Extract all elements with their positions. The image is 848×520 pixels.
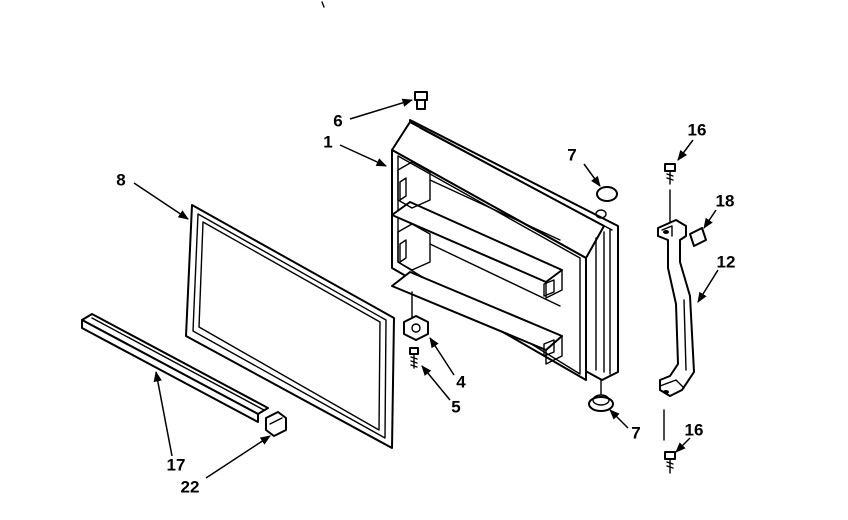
bushing-part-7-bottom bbox=[588, 379, 614, 412]
leader-8 bbox=[133, 182, 189, 220]
callout-16-top: 16 bbox=[688, 120, 707, 139]
leader-7-top bbox=[583, 163, 601, 187]
callout-6: 6 bbox=[333, 111, 342, 130]
callout-18: 18 bbox=[716, 191, 735, 210]
callout-16-bottom: 16 bbox=[685, 420, 704, 439]
hinge-part-12 bbox=[657, 189, 695, 397]
leader-18 bbox=[703, 209, 717, 229]
leader-4 bbox=[429, 337, 455, 376]
callout-1: 1 bbox=[323, 132, 332, 151]
trim-strip-part-17 bbox=[81, 313, 269, 423]
door-stop-part-4 bbox=[403, 291, 429, 341]
stray-mark bbox=[321, 1, 325, 8]
screw-part-5 bbox=[409, 347, 419, 369]
hinge-screw-part-16-bottom bbox=[663, 409, 676, 474]
callout-17: 17 bbox=[167, 455, 186, 474]
callout-5: 5 bbox=[451, 397, 460, 416]
callout-7-top: 7 bbox=[567, 145, 576, 164]
callout-22: 22 bbox=[181, 477, 200, 496]
leader-17 bbox=[153, 370, 173, 457]
leader-16-top bbox=[677, 139, 694, 161]
leader-12 bbox=[697, 269, 719, 303]
door-liner-part-1 bbox=[391, 119, 619, 381]
hinge-screw-part-16-top bbox=[664, 163, 676, 185]
screw-part-6 bbox=[414, 91, 428, 110]
door-gasket-part-8 bbox=[185, 204, 395, 449]
leader-lines bbox=[133, 98, 719, 479]
callout-7-bottom: 7 bbox=[631, 423, 640, 442]
callout-8: 8 bbox=[116, 170, 125, 189]
leader-6 bbox=[349, 98, 414, 120]
callout-labels: 6 1 8 7 7 4 5 16 18 12 16 17 22 bbox=[116, 111, 735, 496]
leader-1 bbox=[339, 144, 387, 167]
callout-12: 12 bbox=[717, 252, 736, 271]
end-cap-part-22 bbox=[265, 411, 287, 437]
leader-16-bottom bbox=[675, 437, 691, 453]
leader-5 bbox=[421, 365, 451, 401]
callout-4: 4 bbox=[456, 372, 466, 391]
leader-7-bottom bbox=[609, 409, 629, 429]
shim-part-18 bbox=[689, 227, 707, 247]
plug-part-7-top bbox=[595, 186, 618, 219]
leader-22 bbox=[205, 435, 271, 479]
